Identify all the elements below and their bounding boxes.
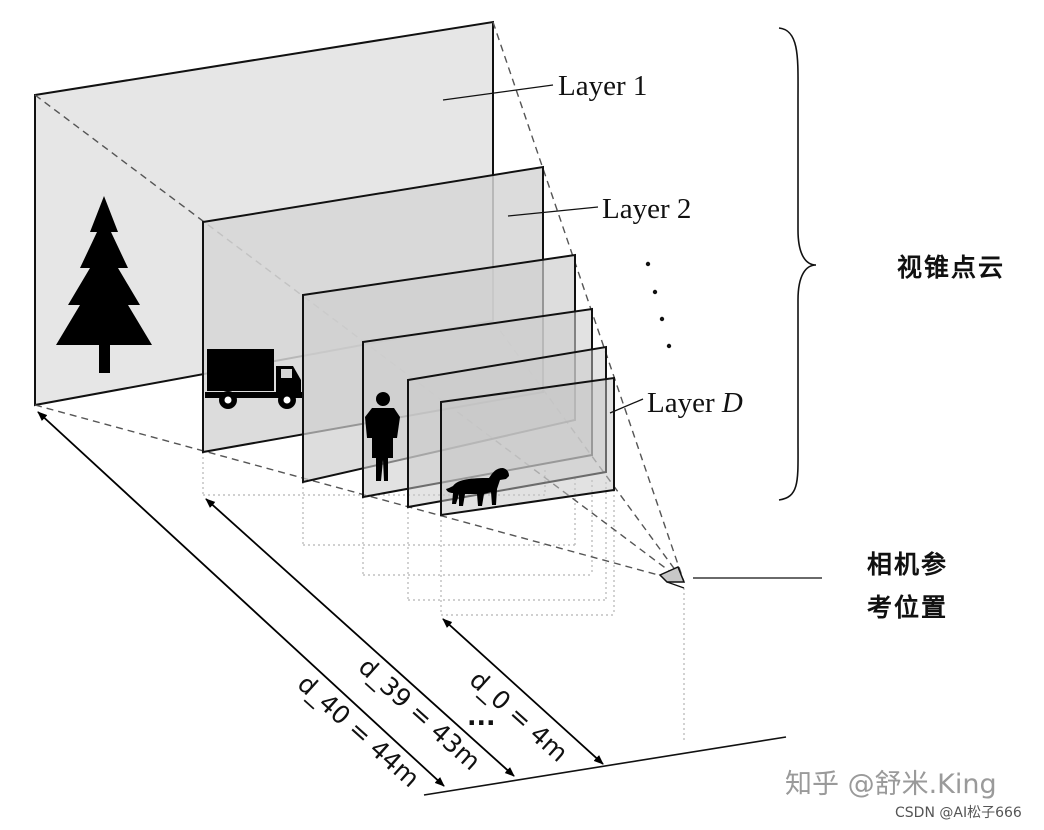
ground-line [423, 736, 787, 796]
tree-icon [56, 196, 152, 373]
d0-arrow [442, 618, 604, 765]
layer-d-label-prefix: Layer [647, 387, 722, 419]
watermark-credit: CSDN @AI松子666 [895, 805, 1022, 821]
layer-ellipsis-dots [645, 261, 672, 349]
frustum-point-cloud-label: 视锥点云 [897, 253, 1006, 282]
layers-brace [778, 27, 817, 501]
layer-d-plane [440, 376, 615, 517]
pointer-lines [442, 84, 822, 579]
dog-icon [446, 468, 509, 506]
distance-ellipsis: ... [467, 702, 496, 731]
watermark-main: 知乎 @舒米.King [785, 769, 997, 800]
layer-d-label-variable: D [721, 387, 743, 419]
camera-reference-label-line1: 相机参 [867, 550, 949, 579]
layer-d-label: Layer D [647, 387, 743, 419]
truck-icon [205, 349, 303, 409]
layer-1-label: Layer 1 [558, 70, 647, 102]
camera-reference-label-line2: 考位置 [867, 593, 949, 622]
camera-icon [658, 565, 686, 589]
layer-2-label: Layer 2 [602, 193, 691, 225]
distance-arrows [37, 411, 604, 787]
